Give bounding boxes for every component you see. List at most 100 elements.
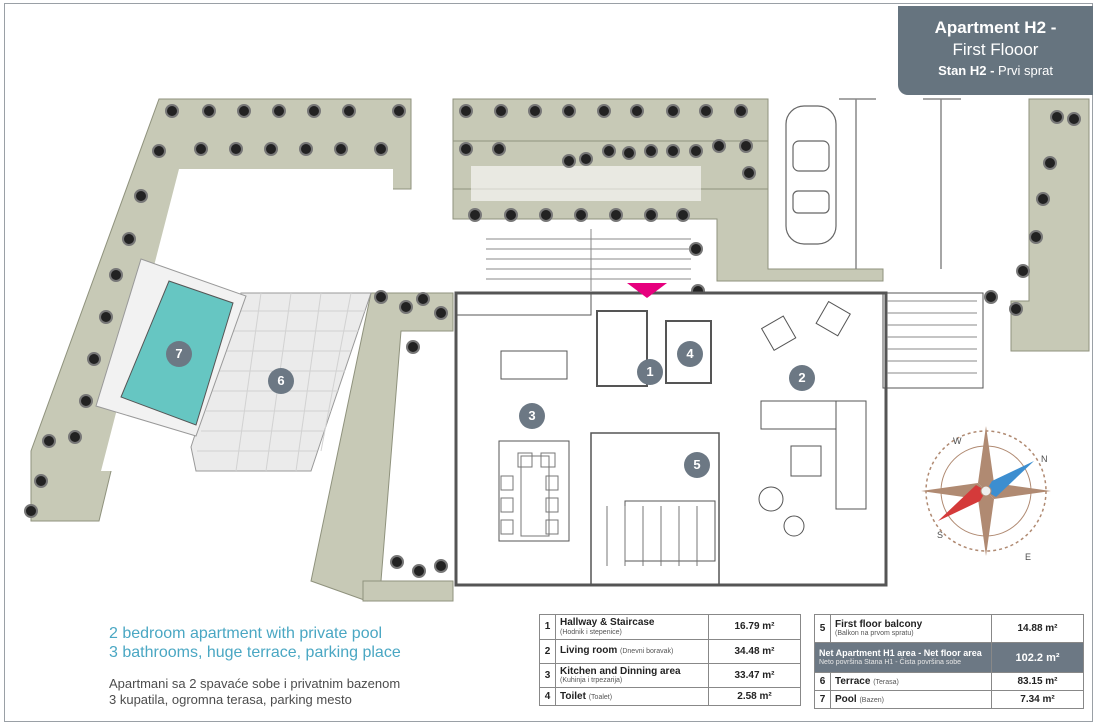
- tree: [272, 104, 286, 118]
- car: [785, 105, 837, 245]
- room-area: 83.15 m²: [991, 672, 1084, 691]
- entrance-arrow: [627, 283, 667, 298]
- tree: [342, 104, 356, 118]
- room-number: 6: [814, 672, 831, 691]
- title-box: Apartment H2 - First Flooor Stan H2 - Pr…: [898, 6, 1093, 95]
- tree: [630, 104, 644, 118]
- title-line-3: Stan H2 - Prvi sprat: [898, 63, 1093, 78]
- table-row: 4 Toilet (Toalet) 2.58 m²: [539, 687, 801, 707]
- tree: [194, 142, 208, 156]
- parking: [839, 98, 961, 269]
- room-area-table-left: 1 Hallway & Staircase(Hodnik i stepenice…: [539, 614, 801, 707]
- dining-chairs: [500, 452, 559, 537]
- tree: [165, 104, 179, 118]
- room-marker-2: 2: [789, 365, 815, 391]
- tree: [574, 208, 588, 222]
- tree: [1029, 230, 1043, 244]
- room-name-cell: First floor balcony(Balkon na prvom spra…: [830, 614, 992, 643]
- tree: [374, 142, 388, 156]
- room-name-local: (Hodnik i stepenice): [560, 628, 622, 636]
- tree: [134, 189, 148, 203]
- room-name-local: (Dnevni boravak): [620, 648, 674, 656]
- table-row: 3 Kitchen and Dinning area(Kuhinja i trp…: [539, 662, 801, 689]
- room-name-cell: Toilet (Toalet): [555, 687, 709, 707]
- room-area-table-right: 5 First floor balcony(Balkon na prvom sp…: [814, 614, 1084, 709]
- room-marker-3: 3: [519, 403, 545, 429]
- tree: [699, 104, 713, 118]
- tree: [1036, 192, 1050, 206]
- tree: [562, 104, 576, 118]
- room-area: 16.79 m²: [708, 614, 801, 640]
- tree: [87, 352, 101, 366]
- room-name: Terrace: [835, 675, 871, 687]
- room-name-local: (Balkon na prvom spratu): [835, 630, 914, 638]
- tagline-en-line-2: 3 bathrooms, huge terrace, parking place: [109, 644, 401, 662]
- room-name-local: (Toalet): [588, 693, 613, 701]
- stairs: [486, 229, 977, 374]
- room-number: 4: [539, 687, 556, 707]
- tree: [307, 104, 321, 118]
- room-name: Kitchen and Dinning area: [560, 665, 681, 677]
- tree: [597, 104, 611, 118]
- table-row: 2 Living room (Dnevni boravak) 34.48 m²: [539, 638, 801, 664]
- tree: [528, 104, 542, 118]
- tree: [468, 208, 482, 222]
- net-area-name: Net Apartment H1 area - Net floor area: [819, 647, 982, 658]
- tree: [24, 504, 38, 518]
- room-marker-1: 1: [637, 359, 663, 385]
- tree: [734, 104, 748, 118]
- tree: [264, 142, 278, 156]
- room-area: 34.48 m²: [708, 638, 801, 664]
- balcony-slats: [606, 506, 698, 566]
- room-number: 2: [539, 638, 556, 664]
- room-area: 14.88 m²: [991, 614, 1084, 643]
- tree: [609, 208, 623, 222]
- tree: [689, 242, 703, 256]
- tree: [374, 290, 388, 304]
- tree: [1009, 302, 1023, 316]
- room-name-cell: Hallway & Staircase(Hodnik i stepenice): [555, 614, 709, 640]
- room-name-cell: Pool (Bazen): [830, 690, 992, 709]
- table-row: 5 First floor balcony(Balkon na prvom sp…: [814, 614, 1084, 643]
- room-marker-7: 7: [166, 341, 192, 367]
- table-row: 7 Pool (Bazen) 7.34 m²: [814, 690, 1084, 709]
- tree: [390, 555, 404, 569]
- tree: [984, 290, 998, 304]
- tree: [539, 208, 553, 222]
- room-number: 1: [539, 614, 556, 640]
- tree: [1016, 264, 1030, 278]
- tree: [689, 144, 703, 158]
- tree: [712, 139, 726, 153]
- room-name-cell: Living room (Dnevni boravak): [555, 638, 709, 664]
- tree: [602, 144, 616, 158]
- tree: [494, 104, 508, 118]
- tree: [742, 166, 756, 180]
- tree: [79, 394, 93, 408]
- room-name: Pool: [835, 693, 857, 705]
- room-name: Toilet: [560, 690, 586, 702]
- tree: [434, 559, 448, 573]
- tree: [504, 208, 518, 222]
- tree: [412, 564, 426, 578]
- frame: N E S W 1 2 3 4 5 6 7 Apartment H2 - Fir…: [4, 3, 1093, 722]
- tree: [416, 292, 430, 306]
- tree: [579, 152, 593, 166]
- room-area: 2.58 m²: [708, 687, 801, 707]
- tree: [1067, 112, 1081, 126]
- room-name: Hallway & Staircase: [560, 617, 655, 628]
- room-name-local: (Kuhinja i trpezarija): [560, 677, 623, 685]
- compass-letter-w: W: [953, 436, 962, 446]
- table-row: 6 Terrace (Terasa) 83.15 m²: [814, 672, 1084, 691]
- room-name-cell: Terrace (Terasa): [830, 672, 992, 691]
- tree: [644, 144, 658, 158]
- room-name: Living room: [560, 645, 618, 657]
- tree: [152, 144, 166, 158]
- tagline-en-line-1: 2 bedroom apartment with private pool: [109, 625, 383, 642]
- tree: [299, 142, 313, 156]
- compass-letter-n: N: [1041, 454, 1048, 464]
- room-number: 3: [539, 662, 556, 689]
- room-area: 7.34 m²: [991, 690, 1084, 709]
- room-marker-4: 4: [677, 341, 703, 367]
- room-name-local: (Terasa): [873, 678, 899, 686]
